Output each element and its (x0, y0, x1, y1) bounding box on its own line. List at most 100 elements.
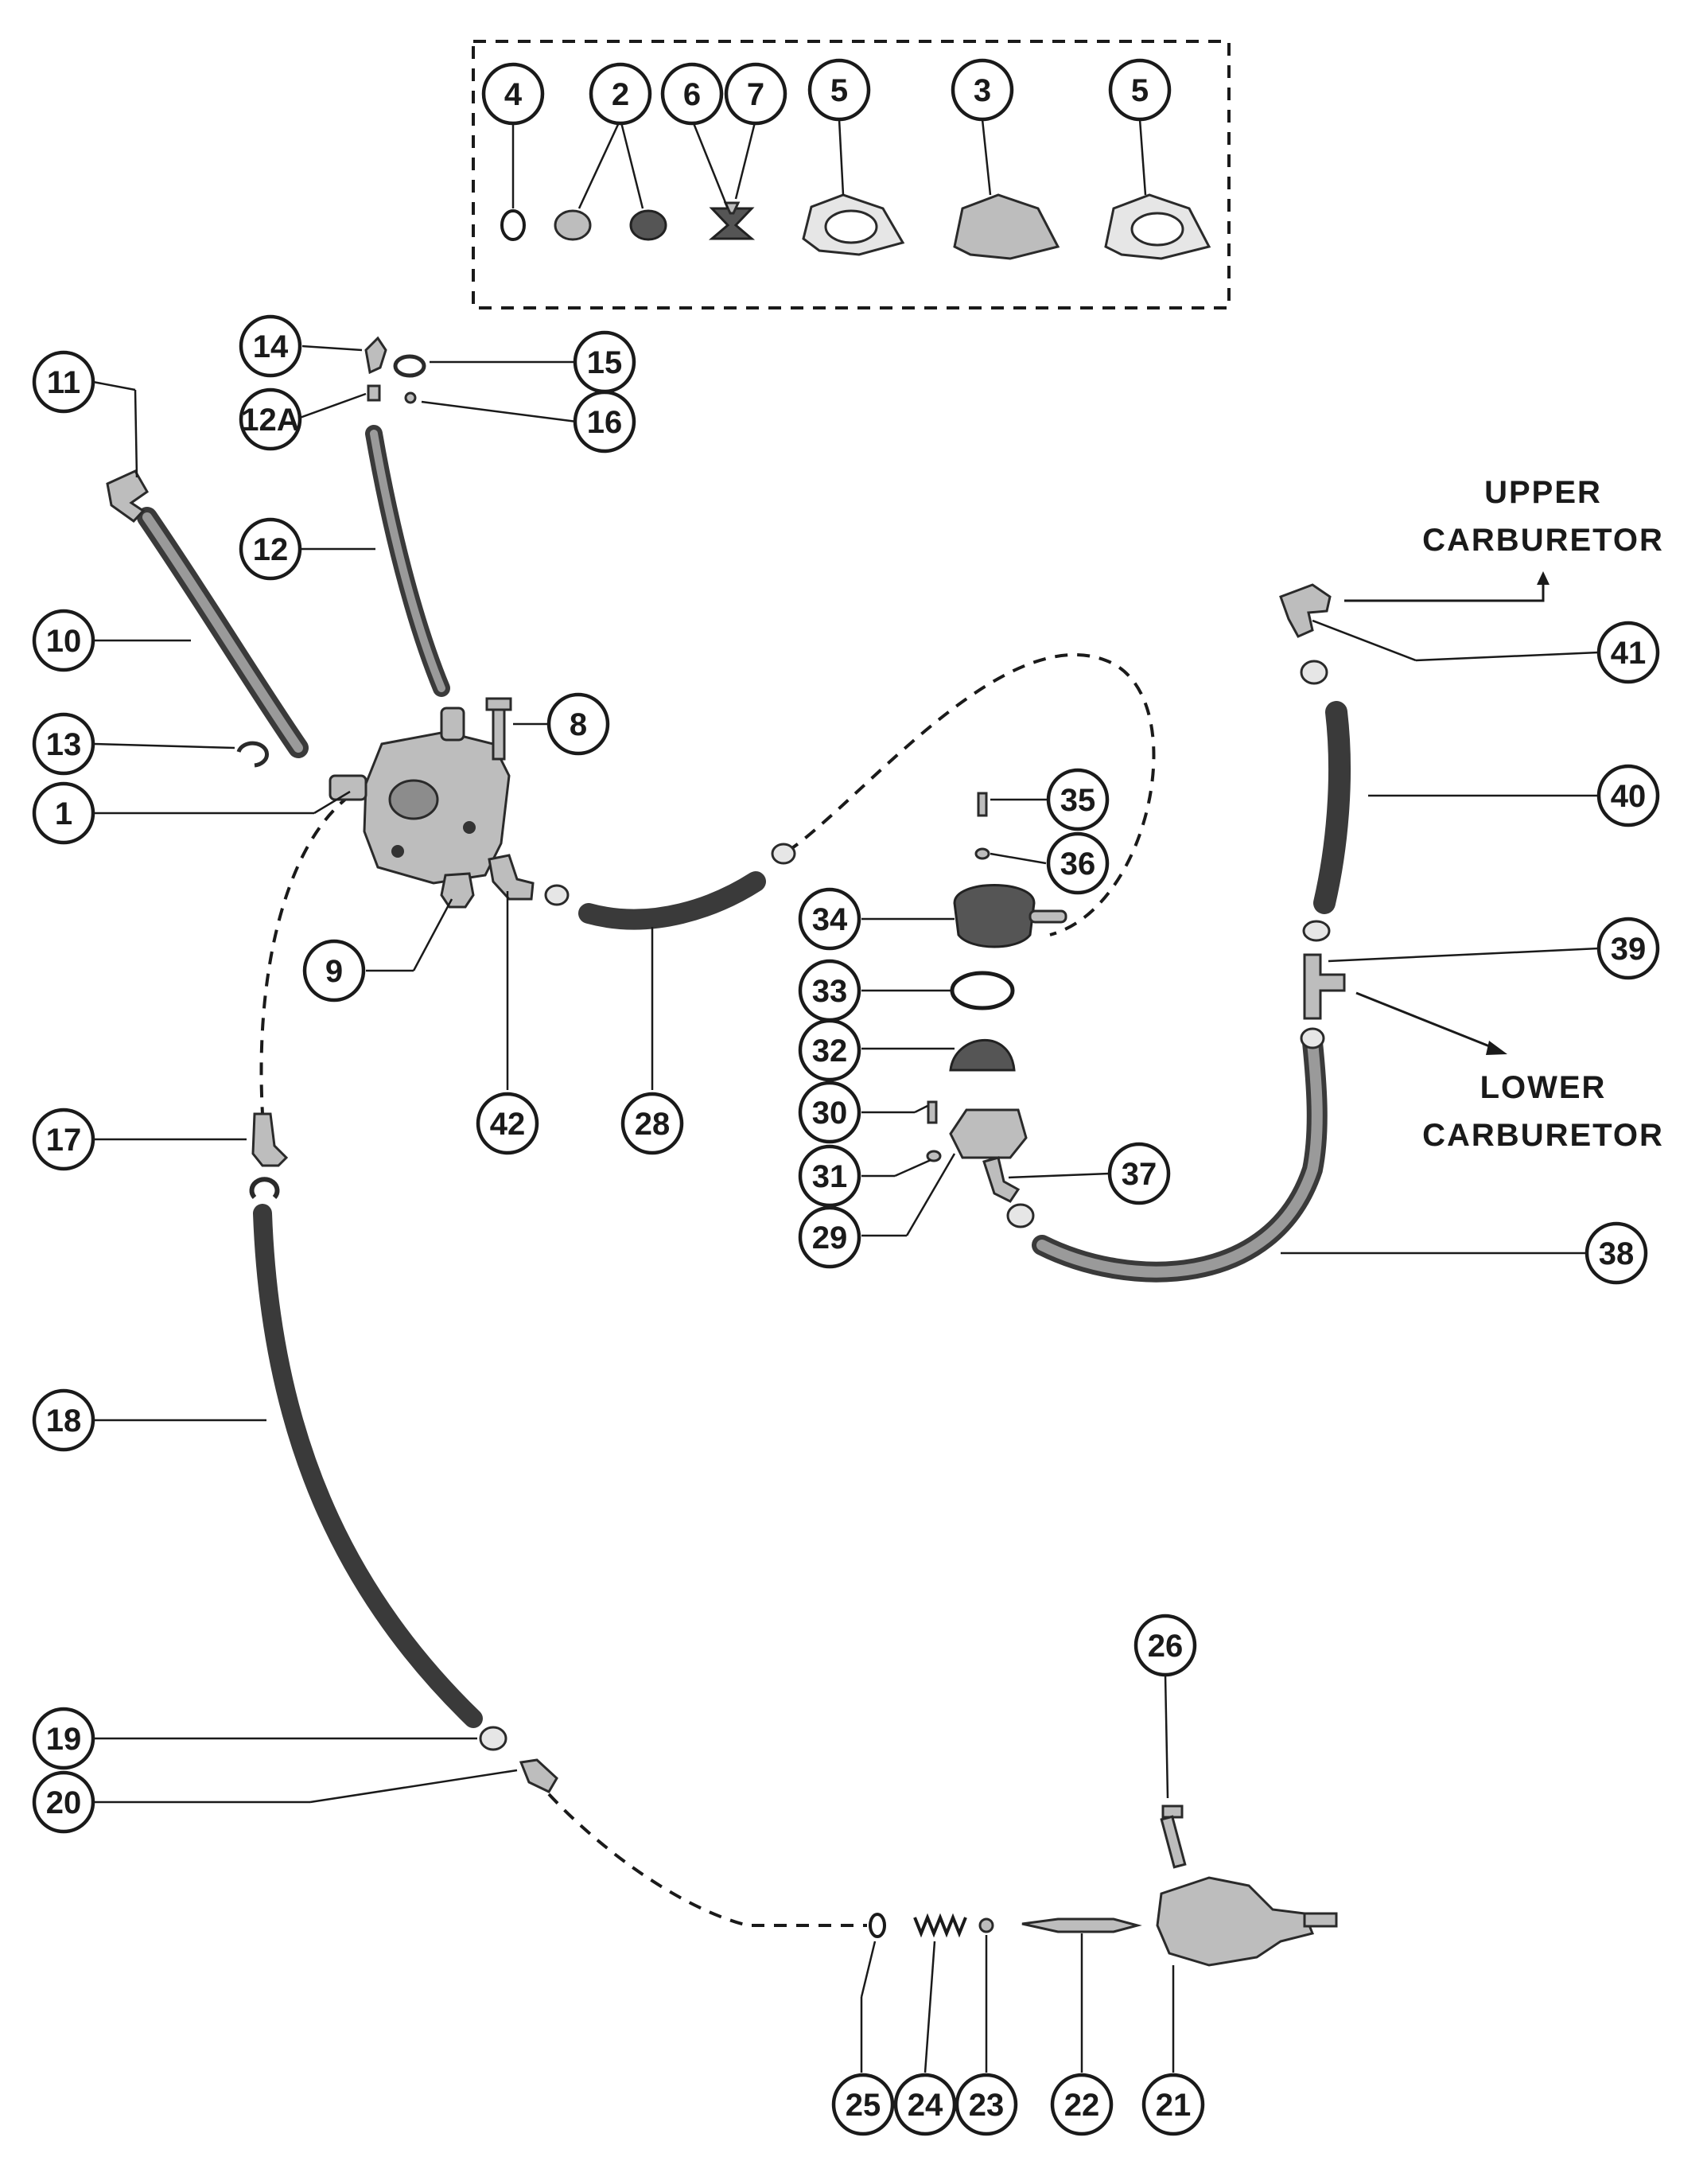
lower-carburetor-label-line2: CARBURETOR (1422, 1118, 1664, 1153)
kit-parts (500, 193, 1211, 260)
hose-part-38 (1032, 1032, 1328, 1283)
callout-35: 35 (1046, 768, 1110, 831)
callout-39: 39 (1596, 917, 1660, 980)
svg-text:40: 40 (1611, 779, 1647, 814)
svg-text:2: 2 (612, 77, 629, 112)
fuel-filter-group (926, 792, 1067, 1228)
svg-text:8: 8 (570, 707, 587, 742)
svg-text:23: 23 (969, 2088, 1005, 2123)
callout-16: 16 (573, 390, 636, 454)
kit-leaders (511, 119, 1147, 209)
clamp-42a (544, 884, 570, 906)
gasket-hole-5a (824, 209, 878, 244)
clamp-17a (249, 1177, 280, 1200)
hose-part-28 (578, 871, 766, 930)
nut-part-16 (404, 391, 417, 404)
gasket-hole-5b (1130, 212, 1184, 247)
svg-text:12A: 12A (241, 403, 299, 438)
ball-part-23 (978, 1917, 994, 1933)
callout-1: 1 (32, 781, 95, 845)
callout-33: 33 (798, 959, 861, 1022)
callout-14: 14 (239, 314, 302, 378)
callout-7: 7 (724, 62, 787, 126)
valve-body-part-21 (1156, 1876, 1315, 1967)
svg-text:18: 18 (46, 1403, 82, 1438)
callout-34: 34 (798, 887, 861, 951)
fitting-part-17 (251, 1112, 289, 1167)
callout-9: 9 (302, 939, 366, 1002)
svg-text:32: 32 (812, 1034, 848, 1069)
svg-text:19: 19 (46, 1722, 82, 1757)
callouts: 4 2 6 7 5 3 5 14 15 12A 16 11 12 10 13 1… (32, 58, 1660, 2136)
svg-text:24: 24 (908, 2088, 943, 2123)
callout-10: 10 (32, 609, 95, 672)
svg-text:29: 29 (812, 1220, 848, 1256)
callout-15: 15 (573, 330, 636, 394)
fitting-part-14 (364, 336, 387, 375)
callout-26: 26 (1133, 1614, 1197, 1677)
callout-21: 21 (1141, 2073, 1205, 2136)
svg-text:30: 30 (812, 1096, 848, 1131)
svg-text:4: 4 (504, 77, 523, 112)
callout-4: 4 (481, 62, 545, 126)
svg-text:38: 38 (1599, 1236, 1635, 1271)
leader-lines (92, 345, 1600, 2073)
clamp-40b (1302, 920, 1331, 942)
clamp-part-19 (479, 1726, 507, 1751)
elbow-fitting-part-41 (1279, 583, 1332, 638)
clamp-38a (1006, 1203, 1035, 1228)
seal-part-25 (869, 1913, 886, 1938)
callout-38: 38 (1585, 1221, 1648, 1285)
plunger-part-22 (1021, 1917, 1142, 1933)
hose-12-inner (370, 430, 445, 692)
screw-part-26 (1160, 1804, 1187, 1869)
screw-part-30 (927, 1100, 938, 1124)
svg-text:34: 34 (812, 902, 848, 937)
callout-42: 42 (476, 1092, 539, 1155)
clamp-28a (771, 843, 796, 865)
svg-text:5: 5 (1131, 73, 1149, 108)
svg-text:36: 36 (1060, 847, 1096, 882)
svg-text:17: 17 (46, 1123, 82, 1158)
svg-text:7: 7 (747, 77, 764, 112)
hose-part-40 (1313, 701, 1351, 914)
svg-text:22: 22 (1064, 2088, 1100, 2123)
clamp-part-13 (236, 741, 269, 768)
check-valve-part-2b (629, 209, 667, 241)
callout-12a: 12A (239, 387, 302, 451)
svg-text:11: 11 (47, 365, 80, 400)
callout-17: 17 (32, 1108, 95, 1171)
upper-carburetor-label-line1: UPPER (1484, 475, 1602, 510)
callout-25: 25 (831, 2073, 895, 2136)
svg-text:3: 3 (974, 73, 991, 108)
enrichment-valve-group (869, 1804, 1338, 1967)
svg-text:26: 26 (1148, 1629, 1184, 1664)
valve-body-21-stem (1303, 1912, 1338, 1928)
callout-23: 23 (955, 2073, 1018, 2136)
filter-element-part-32 (949, 1039, 1016, 1072)
screw-part-35 (977, 792, 988, 817)
svg-text:33: 33 (812, 974, 848, 1009)
callout-3: 3 (951, 58, 1014, 122)
svg-text:6: 6 (683, 77, 701, 112)
svg-text:31: 31 (812, 1159, 848, 1194)
svg-text:28: 28 (635, 1107, 671, 1142)
svg-text:10: 10 (46, 624, 82, 659)
callout-13: 13 (32, 712, 95, 776)
spring-part-24 (913, 1913, 967, 1938)
callout-36: 36 (1046, 831, 1110, 895)
fitting-part-9 (440, 872, 475, 909)
o-ring-part-4 (500, 209, 526, 241)
clamp-40a (1300, 660, 1328, 685)
callout-5b: 5 (1108, 58, 1172, 122)
callout-30: 30 (798, 1080, 861, 1144)
upper-carburetor-label-line2: CARBURETOR (1422, 523, 1664, 558)
svg-text:12: 12 (253, 532, 289, 567)
check-valve-part-2a (554, 209, 592, 241)
svg-text:1: 1 (55, 796, 72, 831)
svg-text:21: 21 (1156, 2088, 1192, 2123)
diaphragm-part-6 (708, 207, 756, 240)
callout-32: 32 (798, 1018, 861, 1082)
o-ring-part-33 (950, 971, 1015, 1010)
svg-text:13: 13 (46, 727, 82, 762)
